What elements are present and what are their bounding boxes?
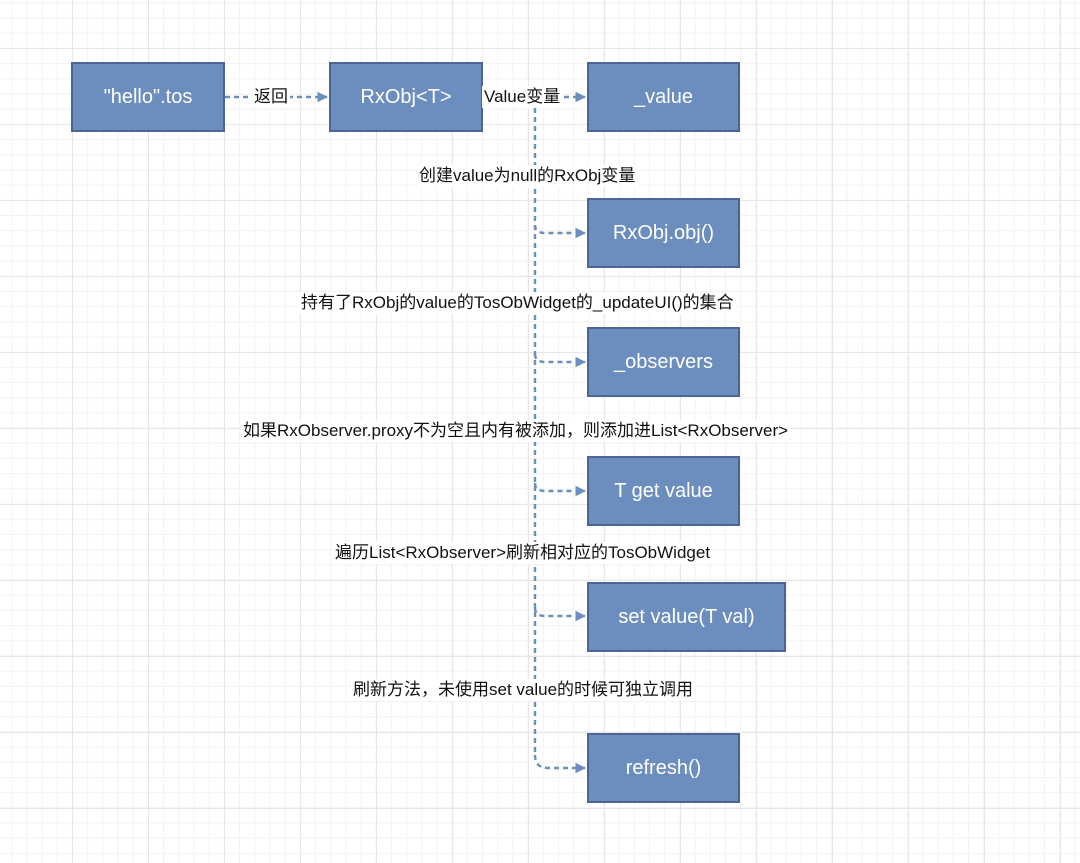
- node-get-value-label: T get value: [614, 479, 713, 502]
- edge-label-add-to-list: 如果RxObserver.proxy不为空且内有被添加，则添加进List<RxO…: [241, 420, 791, 442]
- edge-label-return: 返回: [252, 86, 290, 108]
- node-refresh-label: refresh(): [625, 756, 702, 779]
- node-set-value-label: set value(T val): [618, 605, 755, 628]
- node-value-label: _value: [634, 85, 693, 108]
- node-observers-label: _observers: [614, 350, 713, 373]
- node-refresh[interactable]: refresh(): [587, 733, 740, 803]
- node-rxobj-obj[interactable]: RxObj.obj(): [587, 198, 740, 268]
- edge-to-get-value: [533, 482, 587, 497]
- edge-to-refresh: [533, 754, 587, 774]
- node-rxobj-label: RxObj<T>: [360, 85, 452, 108]
- edge-label-refresh-method: 刷新方法，未使用set value的时候可独立调用: [351, 679, 696, 701]
- node-set-value[interactable]: set value(T val): [587, 582, 786, 652]
- edge-label-create-null-rxobj: 创建value为null的RxObj变量: [417, 165, 638, 187]
- edge-label-observers-set: 持有了RxObj的value的TosObWidget的_updateUI()的集…: [299, 292, 736, 314]
- node-observers[interactable]: _observers: [587, 327, 740, 397]
- edge-to-set-value: [533, 607, 587, 622]
- edge-label-iterate-refresh: 遍历List<RxObserver>刷新相对应的TosObWidget: [333, 542, 713, 564]
- edge-label-value-variable: Value变量: [482, 86, 563, 108]
- node-rxobj[interactable]: RxObj<T>: [329, 62, 483, 132]
- node-get-value[interactable]: T get value: [587, 456, 740, 526]
- node-hello-tos[interactable]: "hello".tos: [71, 62, 225, 132]
- node-hello-tos-label: "hello".tos: [103, 85, 193, 108]
- node-value[interactable]: _value: [587, 62, 740, 132]
- edge-to-observers: [533, 353, 587, 368]
- edge-to-rxobj-obj: [533, 224, 587, 239]
- node-rxobj-obj-label: RxObj.obj(): [612, 221, 715, 244]
